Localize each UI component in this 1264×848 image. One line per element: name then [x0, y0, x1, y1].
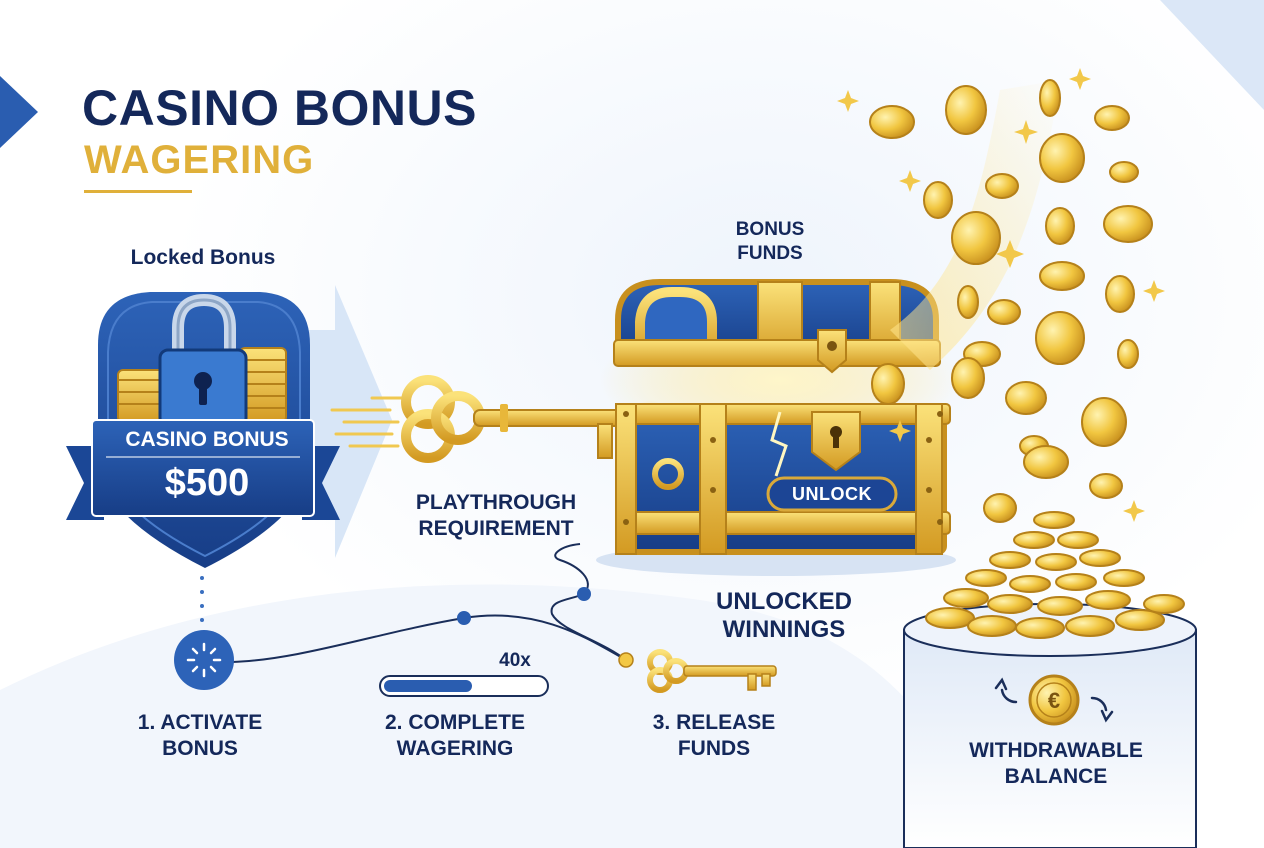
activate-icon: [174, 630, 234, 690]
step-release-label: 3. RELEASE FUNDS: [652, 711, 776, 760]
unlock-button[interactable]: UNLOCK: [792, 484, 872, 504]
wagering-progress-fill: [384, 680, 472, 692]
bonus-ribbon: [66, 419, 340, 520]
bonus-funds-label: BONUS FUNDS: [735, 219, 805, 264]
coin-pile: [925, 511, 1185, 639]
unlocked-winnings-label: UNLOCKED WINNINGS: [716, 588, 852, 643]
step-activate-label: 1. ACTIVATE BONUS: [137, 711, 263, 760]
exchange-arrows-icon: [994, 677, 1114, 723]
wagering-multiplier: 40x: [499, 650, 531, 671]
corner-triangle-top-right: [1160, 0, 1264, 110]
page-title: CASINO BONUS: [82, 80, 477, 136]
release-key-icon: [647, 649, 777, 693]
title-underline: [84, 190, 192, 193]
euro-coin-icon: €: [1028, 674, 1080, 726]
treasure-chest: [596, 279, 956, 576]
svg-text:€: €: [1048, 688, 1060, 713]
flying-coins: [869, 79, 1153, 523]
corner-triangle-left: [0, 76, 38, 148]
pedestal: [903, 603, 1197, 848]
withdrawable-balance-label: WITHDRAWABLE BALANCE: [969, 739, 1143, 788]
padlock-icon: [158, 293, 248, 428]
bonus-amount: $500: [164, 462, 250, 504]
playthrough-label: PLAYTHROUGH REQUIREMENT: [415, 491, 577, 540]
unlock-pill: [766, 476, 898, 512]
locked-bonus-label: Locked Bonus: [130, 246, 276, 269]
page-subtitle: WAGERING: [84, 138, 315, 182]
key-motion-lines: [330, 396, 406, 448]
step-complete-label: 2. COMPLETE WAGERING: [384, 711, 526, 760]
background-wave: [0, 584, 1000, 848]
dotted-connector: [200, 576, 204, 622]
bonus-banner-title: CASINO BONUS: [125, 428, 289, 451]
sparkles: [837, 68, 1165, 522]
